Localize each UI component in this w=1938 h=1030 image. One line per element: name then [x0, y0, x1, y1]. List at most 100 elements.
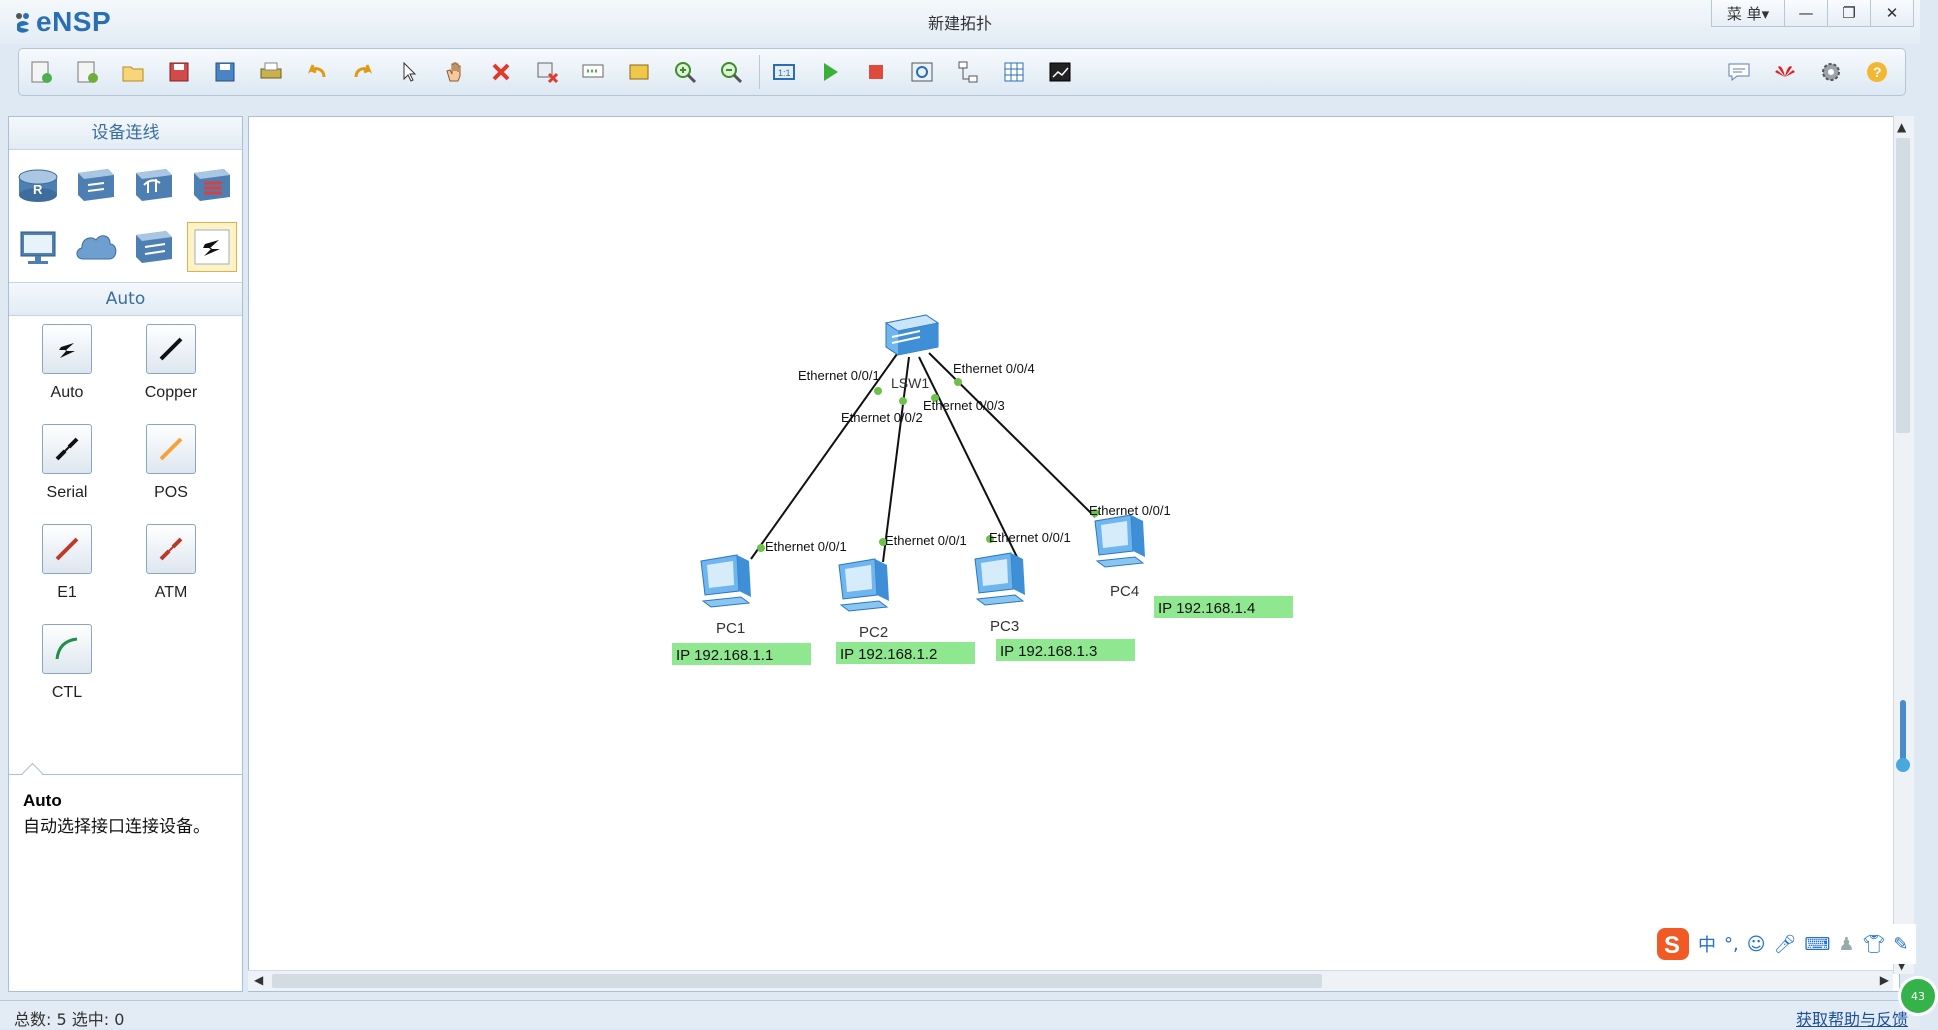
zoom-in-button[interactable] [667, 54, 703, 90]
help-feedback-link[interactable]: 获取帮助与反馈 [1795, 1010, 1908, 1029]
svg-text:1:1: 1:1 [778, 68, 791, 78]
cable-e1[interactable]: E1 [15, 524, 119, 624]
horizontal-scrollbar[interactable]: ◀ ▶ [248, 970, 1893, 991]
window-controls: 菜 单▾ — ❐ ✕ [1711, 0, 1914, 28]
horizontal-scroll-thumb[interactable] [272, 974, 1322, 988]
redo-button[interactable] [345, 54, 381, 90]
link-lsw1-pc2[interactable] [882, 356, 910, 563]
router-category[interactable]: R [14, 161, 62, 209]
pc-category[interactable] [14, 223, 62, 271]
skin-icon[interactable]: 👕︎ [1862, 933, 1886, 955]
firewall-category[interactable] [188, 161, 236, 209]
ime-toolbar[interactable]: S 中 °, ☺ 🎤︎ ⌨ ♟ 👕︎ ✎ [1656, 924, 1917, 964]
cable-pos[interactable]: POS [119, 424, 223, 524]
chat-button[interactable] [1721, 54, 1757, 90]
other-device-category[interactable] [130, 223, 178, 271]
menu-button[interactable]: 菜 单▾ [1711, 0, 1785, 27]
toolbar-right-group: ? [1721, 54, 1905, 90]
save-as-button[interactable] [207, 54, 243, 90]
cable-auto[interactable]: Auto [15, 324, 119, 424]
window-title: 新建拓扑 [927, 14, 992, 33]
microphone-icon[interactable]: 🎤︎ [1773, 933, 1797, 955]
pc3-node[interactable] [974, 552, 1026, 606]
ip-label[interactable]: IP 192.168.1.4 [1158, 600, 1255, 617]
pc2-node[interactable] [838, 558, 890, 612]
keyboard-icon[interactable]: ⌨ [1804, 933, 1831, 955]
new-topology-button[interactable] [23, 54, 59, 90]
help-button[interactable]: ? [1859, 54, 1895, 90]
ime-punctuation[interactable]: °, [1724, 933, 1739, 955]
toolbar-left-group: 1:1 [23, 54, 1088, 90]
link-lsw1-pc3[interactable] [918, 356, 1018, 558]
restore-button[interactable]: ❐ [1827, 0, 1871, 27]
grid-icon [1004, 62, 1024, 82]
grid-button[interactable] [996, 54, 1032, 90]
connection-category[interactable] [187, 222, 237, 272]
cable-copper[interactable]: Copper [119, 324, 223, 424]
switch-name: LSW1 [891, 375, 929, 391]
open-button[interactable] [115, 54, 151, 90]
cable-ctl[interactable]: CTL [15, 624, 119, 724]
emoji-icon[interactable]: ☺ [1746, 933, 1766, 955]
zoom-out-button[interactable] [713, 54, 749, 90]
scroll-right-icon[interactable]: ▶ [1879, 973, 1889, 987]
select-button[interactable] [391, 54, 427, 90]
ip-label[interactable]: IP 192.168.1.1 [676, 647, 773, 664]
settings-button[interactable] [1813, 54, 1849, 90]
huawei-button[interactable] [1767, 54, 1803, 90]
wireless-category[interactable] [130, 161, 178, 209]
cable-serial[interactable]: Serial [15, 424, 119, 524]
link-lsw1-pc4[interactable] [928, 352, 1096, 518]
rectangle-button[interactable] [621, 54, 657, 90]
port-dot [874, 387, 882, 395]
scroll-down-icon[interactable]: ▼ [1897, 958, 1907, 972]
pc1-node[interactable] [700, 554, 752, 608]
fit-view-button[interactable]: 1:1 [766, 54, 802, 90]
delete-button[interactable] [483, 54, 519, 90]
user-icon[interactable]: ♟ [1838, 933, 1855, 955]
status-bar: 总数: 5 选中: 0 获取帮助与反馈 [0, 1000, 1920, 1029]
ip-label[interactable]: IP 192.168.1.3 [1000, 643, 1097, 660]
minimize-button[interactable]: — [1784, 0, 1828, 27]
cloud-category[interactable] [72, 223, 120, 271]
scroll-up-icon[interactable]: ▲ [1897, 120, 1907, 134]
print-button[interactable] [253, 54, 289, 90]
svg-text:R: R [33, 182, 43, 197]
pan-button[interactable] [437, 54, 473, 90]
vertical-scroll-thumb[interactable] [1896, 138, 1910, 433]
terminal-button[interactable] [1042, 54, 1078, 90]
undo-button[interactable] [299, 54, 335, 90]
toolbar-separator [759, 55, 760, 89]
capture-button[interactable] [904, 54, 940, 90]
vertical-scrollbar[interactable]: ▲ ▼ [1893, 116, 1914, 974]
notification-badge[interactable]: 43 [1898, 976, 1938, 1016]
close-button[interactable]: ✕ [1870, 0, 1914, 27]
switch-icon [78, 169, 114, 201]
app-logo-text: eNSP [36, 6, 112, 37]
port-indicators [757, 378, 1099, 552]
pc4-node[interactable] [1094, 514, 1146, 568]
link-lsw1-pc1[interactable] [750, 353, 898, 560]
switch-category[interactable] [72, 161, 120, 209]
topology-button[interactable] [950, 54, 986, 90]
cloud-icon [76, 235, 117, 260]
start-device-button[interactable] [812, 54, 848, 90]
ime-language[interactable]: 中 [1698, 935, 1716, 956]
scroll-left-icon[interactable]: ◀ [254, 973, 264, 987]
start-device-icon [824, 63, 838, 81]
topology-canvas[interactable]: LSW1 Ethernet 0/0/1 Ethernet 0/0/2 Ether… [248, 116, 1900, 992]
zoom-slider[interactable] [1900, 700, 1906, 770]
switch-lsw1[interactable] [884, 314, 940, 356]
text-annotation-button[interactable] [575, 54, 611, 90]
zoom-in-icon [675, 62, 697, 84]
tools-icon[interactable]: ✎ [1893, 933, 1909, 955]
delete-icon [492, 63, 510, 81]
delete-link-button[interactable] [529, 54, 565, 90]
stop-device-icon [869, 65, 883, 79]
save-button[interactable] [161, 54, 197, 90]
new-template-button[interactable] [69, 54, 105, 90]
zoom-slider-handle[interactable] [1896, 758, 1910, 772]
stop-device-button[interactable] [858, 54, 894, 90]
cable-atm[interactable]: ATM [119, 524, 223, 624]
ip-label[interactable]: IP 192.168.1.2 [840, 646, 937, 663]
